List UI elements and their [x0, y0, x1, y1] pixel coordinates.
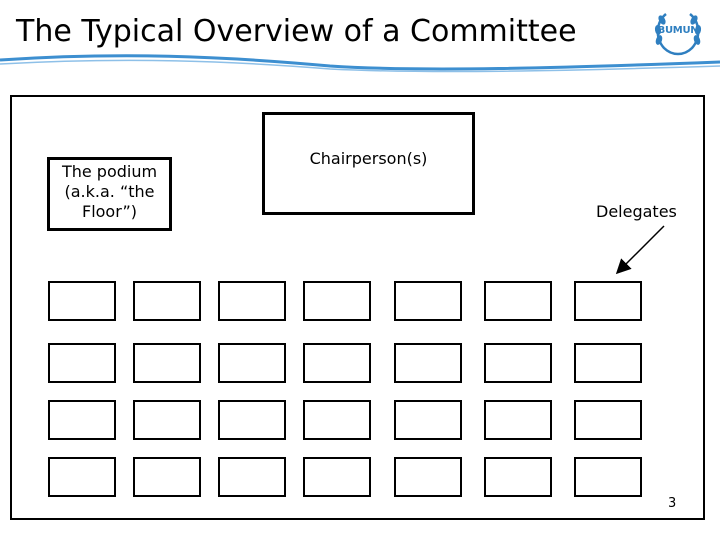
- delegate-desk: [133, 343, 201, 383]
- delegate-desk: [394, 457, 462, 497]
- delegate-desk: [48, 343, 116, 383]
- podium-label-line: The podium: [61, 162, 158, 181]
- delegate-desk: [218, 281, 286, 321]
- delegate-desk: [133, 400, 201, 440]
- bumun-logo: BUMUN: [650, 8, 706, 58]
- delegate-desk: [394, 343, 462, 383]
- delegate-desk: [218, 343, 286, 383]
- title-underline-swoosh: [0, 54, 720, 73]
- delegate-desk: [303, 281, 371, 321]
- delegate-desk: [574, 281, 642, 321]
- slide-title: The Typical Overview of a Committee: [16, 14, 577, 49]
- delegate-desk: [48, 457, 116, 497]
- committee-room: [10, 95, 705, 520]
- delegate-desk: [484, 343, 552, 383]
- chairperson-label: Chairperson(s): [309, 149, 428, 168]
- delegate-desk: [48, 281, 116, 321]
- delegate-desk: [574, 457, 642, 497]
- delegate-desk: [484, 281, 552, 321]
- podium-box: The podium (a.k.a. “the Floor”): [47, 157, 172, 231]
- delegate-desk: [133, 281, 201, 321]
- delegate-desk: [484, 457, 552, 497]
- podium-label-line: Floor”): [81, 202, 137, 221]
- chairperson-box: Chairperson(s): [262, 112, 475, 215]
- page-number: 3: [668, 496, 677, 511]
- delegate-desk: [218, 400, 286, 440]
- delegate-desk: [303, 457, 371, 497]
- podium-label-line: (a.k.a. “the: [64, 182, 155, 201]
- delegate-desk: [394, 281, 462, 321]
- delegate-desk: [574, 343, 642, 383]
- delegate-desk: [218, 457, 286, 497]
- delegate-desk: [133, 457, 201, 497]
- delegate-desk: [303, 343, 371, 383]
- delegate-desk: [484, 400, 552, 440]
- delegate-desk: [394, 400, 462, 440]
- delegate-desk: [574, 400, 642, 440]
- delegate-desk: [48, 400, 116, 440]
- delegates-label: Delegates: [596, 202, 677, 221]
- logo-text: BUMUN: [657, 25, 699, 36]
- laurel-wreath-icon: [654, 13, 702, 56]
- delegate-desk: [303, 400, 371, 440]
